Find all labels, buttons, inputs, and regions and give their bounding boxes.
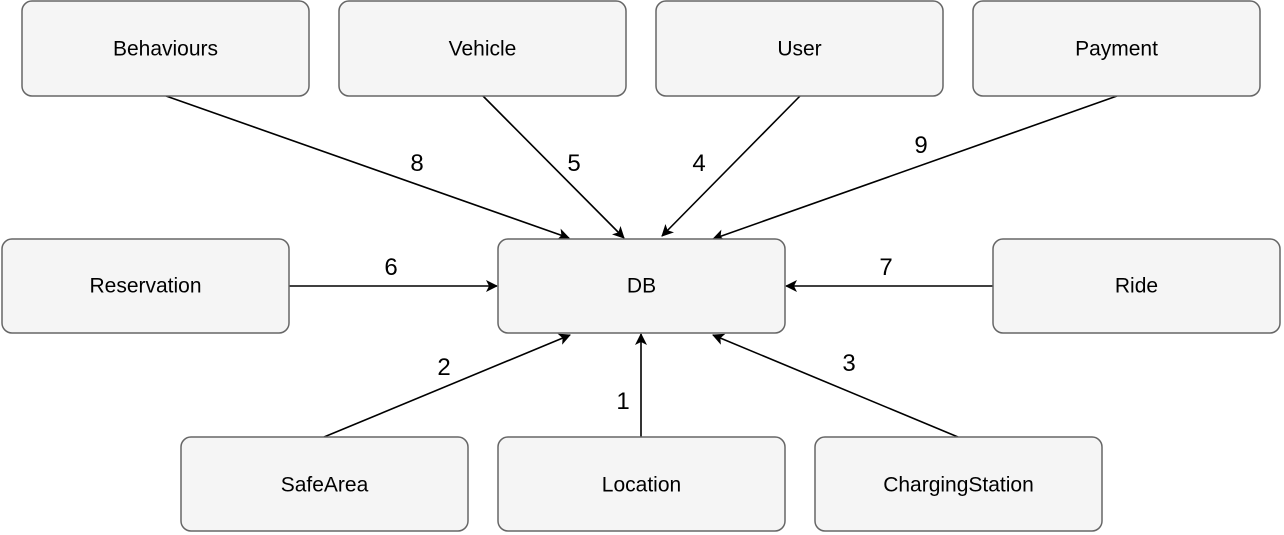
edge-payment-db [712, 95, 1118, 241]
node-reservation-box [1, 238, 290, 334]
edge-label-location-db: 1 [616, 388, 629, 415]
edge-label-chargingstation-db: 3 [842, 350, 855, 377]
node-ride: Ride [992, 238, 1281, 334]
edge-safearea-db [323, 333, 571, 438]
node-reservation: Reservation [1, 238, 290, 334]
node-vehicle: Vehicle [338, 0, 627, 97]
node-safearea-label: SafeArea [281, 474, 369, 497]
edge-label-reservation-db: 6 [384, 254, 397, 281]
node-behaviours: Behaviours [21, 0, 310, 97]
node-behaviours-label: Behaviours [113, 38, 218, 61]
node-vehicle-label: Vehicle [449, 38, 517, 61]
node-vehicle-box [338, 0, 627, 97]
node-location-box [497, 436, 786, 532]
node-db-box [497, 238, 786, 334]
node-db: DB [497, 238, 786, 334]
node-payment: Payment [972, 0, 1261, 97]
node-ride-box [992, 238, 1281, 334]
edge-label-ride-db: 7 [879, 254, 892, 281]
edges [165, 95, 1118, 438]
node-chargingstation-label: ChargingStation [883, 474, 1034, 497]
edge-label-user-db: 4 [692, 150, 705, 177]
node-chargingstation-box [814, 436, 1103, 532]
node-user-label: User [777, 38, 821, 61]
node-db-label: DB [627, 275, 656, 298]
edge-user-db [661, 95, 801, 237]
node-ride-label: Ride [1115, 275, 1158, 298]
node-safearea-box [180, 436, 469, 532]
edge-vehicle-db [482, 95, 625, 239]
node-reservation-label: Reservation [89, 275, 201, 298]
node-location: Location [497, 436, 786, 532]
edge-chargingstation-db [712, 333, 959, 438]
edge-label-payment-db: 9 [914, 132, 927, 159]
edge-label-behaviours-db: 8 [410, 150, 423, 177]
node-payment-label: Payment [1075, 38, 1158, 61]
edge-behaviours-db [165, 95, 570, 241]
node-location-label: Location [602, 474, 681, 497]
node-user-box [655, 0, 944, 97]
node-safearea: SafeArea [180, 436, 469, 532]
edge-label-vehicle-db: 5 [567, 150, 580, 177]
edge-label-safearea-db: 2 [437, 354, 450, 381]
node-chargingstation: ChargingStation [814, 436, 1103, 532]
node-user: User [655, 0, 944, 97]
node-behaviours-box [21, 0, 310, 97]
edge-labels: 8 5 4 9 6 7 2 1 3 [384, 132, 927, 415]
node-payment-box [972, 0, 1261, 97]
